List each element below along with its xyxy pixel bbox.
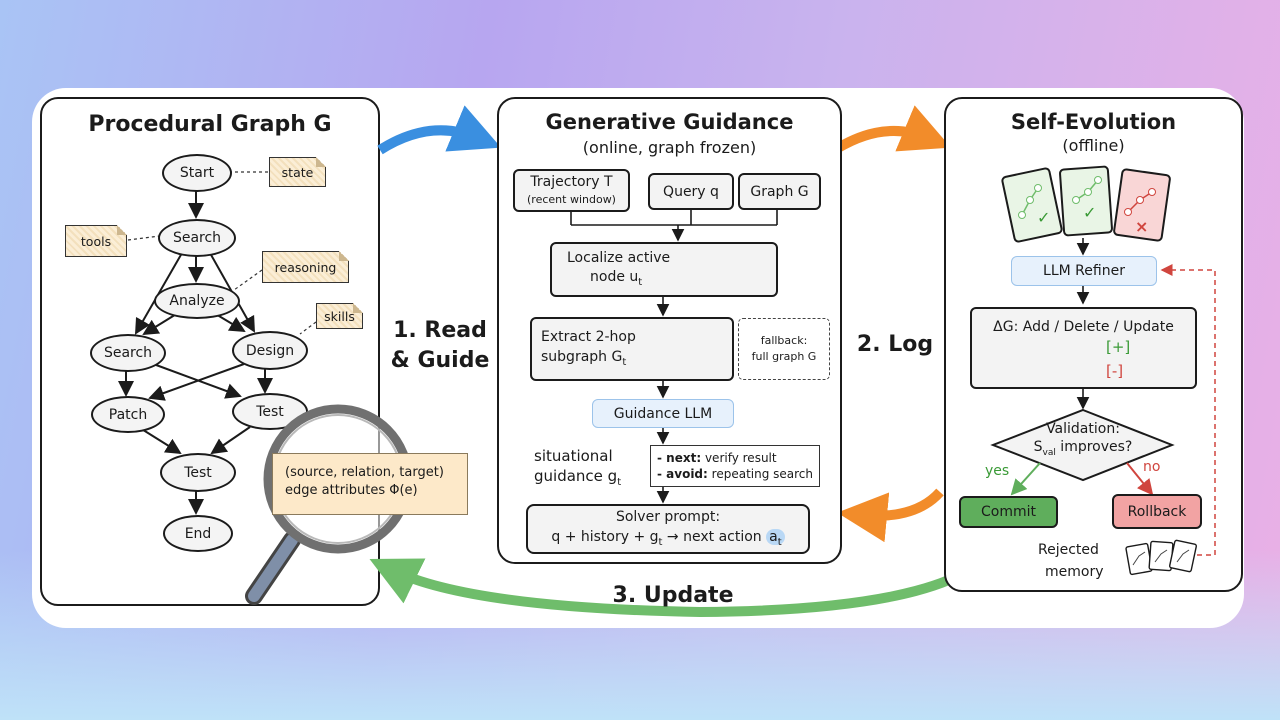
rejected-line1: Rejected bbox=[1038, 542, 1099, 558]
extract-line1: Extract 2-hop bbox=[541, 329, 636, 345]
node-search-2: Search bbox=[90, 334, 166, 372]
guidance-next: - next: verify result bbox=[657, 451, 777, 465]
solver-action-highlight: at bbox=[766, 529, 785, 548]
extract-subgraph-text: subgraph G bbox=[541, 349, 623, 365]
procedural-graph-title: Procedural Graph G bbox=[88, 112, 332, 137]
node-end: End bbox=[163, 515, 233, 552]
avoid-value: repeating search bbox=[711, 467, 813, 481]
validation-diamond bbox=[990, 408, 1175, 482]
read-guide-label: 1. Read & Guide bbox=[388, 316, 492, 376]
rollback-box: Rollback bbox=[1112, 494, 1202, 529]
trajectory-cards-icon bbox=[1001, 165, 1171, 243]
localize-box bbox=[550, 242, 778, 297]
log-label: 2. Log bbox=[856, 332, 934, 357]
yes-label: yes bbox=[985, 463, 1010, 479]
node-start: Start bbox=[162, 154, 232, 192]
extract-line2: subgraph Gt bbox=[541, 349, 626, 368]
trajectory-label: Trajectory T bbox=[530, 173, 613, 190]
localize-line2: node ut bbox=[590, 269, 642, 288]
delta-g-label: ΔG: Add / Delete / Update bbox=[993, 319, 1174, 335]
trajectory-window: (recent window) bbox=[527, 192, 616, 206]
edge-attributes-note bbox=[272, 453, 468, 515]
validation-score: S bbox=[1033, 439, 1043, 455]
cross-icon: × bbox=[1135, 217, 1149, 236]
localize-node-text: node u bbox=[590, 269, 639, 285]
edge-attributes-line2: edge attributes Φ(e) bbox=[285, 483, 418, 498]
self-evolution-subtitle: (offline) bbox=[1062, 136, 1125, 155]
note-skills: skills bbox=[316, 303, 363, 329]
situational-guidance-text: guidance g bbox=[534, 467, 618, 485]
minus-label: [-] bbox=[1106, 362, 1124, 380]
commit-box: Commit bbox=[959, 496, 1058, 528]
extract-subscript: t bbox=[622, 356, 627, 368]
trajectory-box: Trajectory T (recent window) bbox=[513, 169, 630, 212]
note-state: state bbox=[269, 157, 326, 187]
check-icon-2: ✓ bbox=[1083, 203, 1097, 222]
avoid-key: - avoid: bbox=[657, 467, 708, 481]
guidance-note bbox=[650, 445, 820, 487]
node-design: Design bbox=[232, 331, 308, 370]
generative-guidance-subtitle: (online, graph frozen) bbox=[582, 138, 757, 157]
read-guide-arrow bbox=[377, 105, 502, 155]
guidance-llm-box: Guidance LLM bbox=[592, 399, 734, 428]
validation-line1: Validation: bbox=[1046, 421, 1120, 437]
solver-line1: Solver prompt: bbox=[615, 509, 721, 525]
situational-subscript: t bbox=[617, 477, 622, 488]
node-search: Search bbox=[158, 219, 236, 257]
note-tools: tools bbox=[65, 225, 127, 257]
fallback-box bbox=[738, 318, 830, 380]
self-evolution-title: Self-Evolution bbox=[1010, 110, 1177, 134]
fallback-line1: fallback: bbox=[760, 334, 808, 347]
update-label: 3. Update bbox=[612, 583, 734, 608]
delta-g-box: ΔG: Add / Delete / Update bbox=[970, 307, 1197, 389]
return-arrow bbox=[837, 488, 944, 543]
solver-line2: q + history + gt → next action at bbox=[526, 529, 810, 548]
note-reasoning: reasoning bbox=[262, 251, 349, 283]
rejected-memory-icon bbox=[1125, 539, 1197, 576]
rejected-line2: memory bbox=[1045, 564, 1104, 580]
node-patch: Patch bbox=[91, 396, 165, 433]
llm-refiner-box: LLM Refiner bbox=[1011, 256, 1157, 286]
validation-improves: improves? bbox=[1055, 439, 1133, 455]
generative-guidance-title: Generative Guidance bbox=[545, 110, 794, 134]
solver-prompt-box bbox=[526, 504, 810, 554]
read-guide-line2: & Guide bbox=[390, 348, 490, 373]
next-key: - next: bbox=[657, 451, 702, 465]
localize-line1: Localize active bbox=[567, 250, 671, 266]
extract-box bbox=[530, 317, 734, 381]
graph-box: Graph G bbox=[738, 173, 821, 210]
situational-line2: guidance gt bbox=[534, 467, 621, 488]
next-value: verify result bbox=[704, 451, 777, 465]
edge-attributes-line1: (source, relation, target) bbox=[285, 465, 444, 480]
guidance-avoid: - avoid: repeating search bbox=[657, 467, 813, 481]
validation-subscript: val bbox=[1042, 447, 1056, 458]
no-label: no bbox=[1143, 459, 1161, 475]
query-box: Query q bbox=[648, 173, 734, 210]
solver-formula: q + history + g bbox=[551, 529, 659, 545]
node-analyze: Analyze bbox=[154, 283, 240, 319]
validation-line2: Sval improves? bbox=[993, 439, 1173, 458]
node-test-2: Test bbox=[160, 453, 236, 492]
localize-subscript: t bbox=[638, 276, 643, 288]
solver-subscript: t bbox=[658, 536, 663, 548]
plus-label: [+] bbox=[1106, 338, 1131, 356]
solver-next-action: → next action bbox=[666, 529, 762, 545]
solver-action-symbol: a bbox=[769, 529, 778, 545]
check-icon: ✓ bbox=[1037, 208, 1051, 227]
read-guide-line1: 1. Read bbox=[393, 318, 487, 343]
solver-action-subscript: t bbox=[777, 536, 782, 548]
log-arrow bbox=[835, 105, 952, 153]
situational-line1: situational bbox=[534, 447, 613, 465]
fallback-line2: full graph G bbox=[751, 350, 817, 363]
